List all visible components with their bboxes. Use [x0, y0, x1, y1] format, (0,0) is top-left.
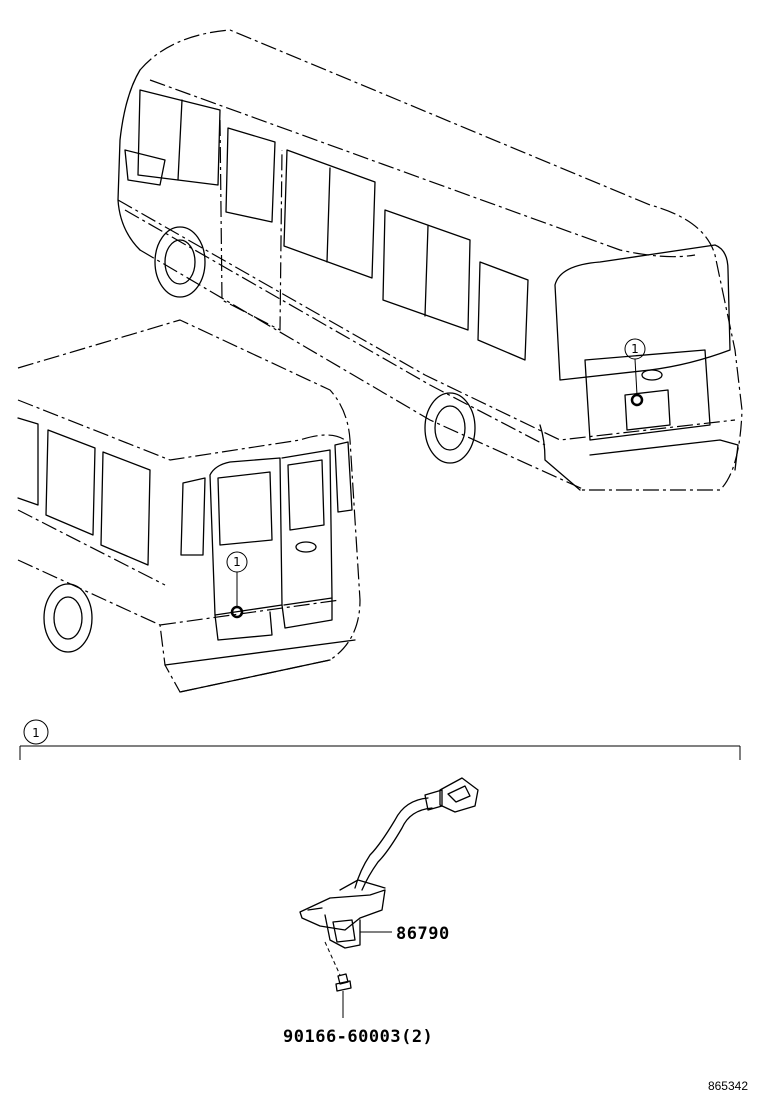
camera-location-marker-small: [230, 605, 244, 619]
illustration-reference-code: 865342: [708, 1079, 748, 1093]
bus-illustration-large: [117, 29, 743, 491]
section-bracket: [19, 719, 741, 760]
callout-number-large: 1: [631, 342, 639, 356]
section-callout-number: 1: [32, 726, 40, 740]
screw-part-number: 90166-60003(2): [283, 1027, 433, 1047]
bus-illustration-small: [17, 319, 361, 693]
camera-location-marker-large: [630, 393, 644, 407]
callout-number-small: 1: [233, 555, 241, 569]
camera-part-number: 86790: [396, 924, 450, 944]
rear-camera-assembly-drawing: [299, 777, 479, 1018]
